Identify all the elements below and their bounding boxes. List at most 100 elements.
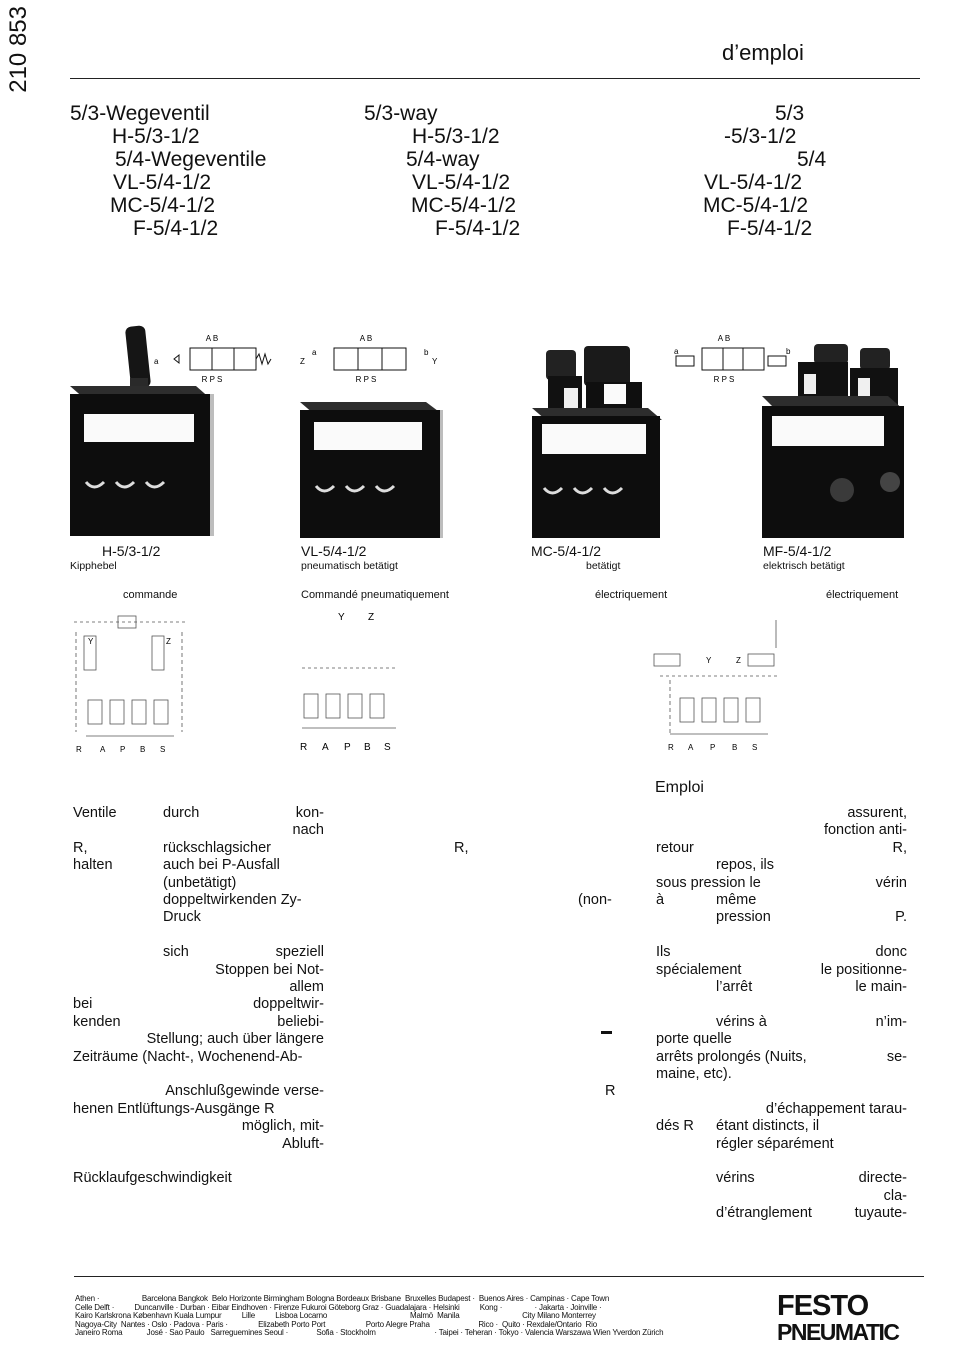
svg-text:a: a: [154, 357, 159, 366]
svg-text:Y: Y: [706, 656, 712, 665]
text-line: speziell: [275, 944, 324, 961]
svg-text:A: A: [322, 742, 329, 753]
text-line: Ils: [656, 944, 671, 961]
text-line: donc: [875, 944, 907, 961]
text-line: maine, etc).: [656, 1066, 732, 1082]
text-line: auch bei P-Ausfall: [163, 857, 280, 874]
model-fr-2: 5/4: [797, 148, 827, 171]
circuit-diagram-vl: Y Z R A P B S: [300, 612, 396, 753]
text-line: durch: [163, 805, 200, 821]
product-desc-fr: Commandé pneumatiquement: [301, 589, 449, 601]
header-title: d’emploi: [722, 40, 804, 65]
product-mf-illustration: [762, 344, 904, 538]
text-line: le positionne-: [820, 961, 907, 978]
model-de-1: H-5/3-1/2: [112, 125, 200, 148]
text-line: nach: [292, 822, 324, 839]
text-line: à: [656, 892, 665, 908]
svg-text:B: B: [140, 745, 145, 754]
text-line: sich: [163, 944, 189, 961]
text-line: allem: [289, 979, 324, 995]
svg-text:R: R: [300, 742, 307, 753]
valve-symbol-h: A B a R P S: [154, 334, 272, 384]
circuit-diagram-mc: Y Z R A P B S: [653, 620, 780, 752]
svg-text:a: a: [674, 347, 679, 356]
svg-text:b: b: [786, 347, 791, 356]
footer-line: Kairo Karlskrona København Kuala Lumpur …: [75, 1311, 596, 1321]
model-fr-3: VL-5/4-1/2: [704, 171, 803, 194]
text-line: porte quelle: [656, 1031, 732, 1048]
text-line: se-: [886, 1048, 907, 1065]
model-fr-5: F-5/4-1/2: [727, 217, 813, 240]
text-line: (unbetätigt): [163, 874, 237, 891]
text-line: spécialement: [656, 961, 742, 978]
svg-text:R P S: R P S: [714, 375, 735, 384]
svg-text:B: B: [364, 742, 371, 753]
text-line: cla-: [883, 1187, 907, 1204]
text-line: R,: [892, 839, 908, 856]
product-desc-de: betätigt: [586, 560, 621, 572]
svg-text:S: S: [384, 742, 391, 753]
text-line: pression: [716, 909, 771, 926]
svg-text:Z: Z: [300, 357, 305, 366]
product-desc-de: Kipphebel: [70, 560, 117, 572]
svg-text:S: S: [160, 745, 165, 754]
text-line: kon-: [295, 805, 324, 821]
product-name: VL-5/4-1/2: [301, 543, 367, 559]
svg-text:S: S: [752, 743, 757, 752]
svg-text:a: a: [312, 348, 317, 357]
svg-text:A B: A B: [360, 334, 372, 343]
text-line: retour: [656, 839, 694, 856]
product-desc-de: elektrisch betätigt: [763, 560, 845, 572]
document-number: 210 853: [5, 6, 32, 93]
text-line: kenden: [73, 1013, 121, 1030]
footer-line: Janeiro Roma José · Sao Paulo Sarreguemi…: [75, 1328, 664, 1338]
model-fr-4: MC-5/4-1/2: [703, 194, 809, 217]
text-line: étant distincts, il: [716, 1118, 820, 1135]
model-fr-0: 5/3: [775, 102, 805, 125]
text-fragment: R: [605, 1083, 616, 1100]
svg-text:Y: Y: [88, 637, 94, 646]
text-line: Rücklaufgeschwindigkeit: [73, 1170, 232, 1187]
product-desc-fr: électriquement: [826, 589, 899, 601]
text-line: Zeiträume (Nacht-, Wochenend-Ab-: [73, 1048, 303, 1065]
text-line: Stoppen bei Not-: [215, 961, 324, 978]
text-line: R,: [73, 839, 88, 856]
model-en-2: 5/4-way: [406, 148, 480, 171]
text-line: l’arrêt: [716, 979, 753, 995]
product-desc-fr: commande: [123, 589, 178, 601]
svg-text:A B: A B: [206, 334, 218, 343]
svg-text:P: P: [344, 742, 351, 753]
logo-line-2: PNEUMATIC: [777, 1319, 900, 1345]
svg-text:R: R: [76, 745, 82, 754]
svg-text:R P S: R P S: [202, 375, 223, 384]
text-fragment: (non-: [578, 892, 612, 908]
text-line: directe-: [858, 1170, 907, 1187]
text-line: sous pression le: [656, 874, 761, 891]
circuit-diagram-h: Y Z R A P B S: [74, 615, 186, 754]
model-en-3: VL-5/4-1/2: [412, 171, 511, 194]
svg-text:R P S: R P S: [356, 375, 377, 384]
svg-text:Z: Z: [368, 612, 374, 623]
text-line: Anschlußgewinde verse-: [165, 1083, 324, 1100]
valve-symbol-mc: A B a b R P S: [674, 334, 791, 384]
header-rule: [70, 78, 920, 79]
svg-text:R: R: [668, 743, 674, 752]
text-line: d’étranglement: [716, 1205, 812, 1222]
text-line: fonction anti-: [823, 822, 907, 839]
text-line: régler séparément: [716, 1135, 834, 1152]
festo-logo: FESTO PNEUMATIC: [777, 1292, 927, 1346]
svg-text:P: P: [710, 743, 715, 752]
model-de-4: MC-5/4-1/2: [110, 194, 216, 217]
svg-text:Y: Y: [432, 357, 438, 366]
model-en-1: H-5/3-1/2: [412, 125, 500, 148]
svg-text:P: P: [120, 745, 125, 754]
model-de-5: F-5/4-1/2: [133, 217, 219, 240]
text-fragment: R,: [454, 839, 469, 856]
product-vl-illustration: [300, 402, 443, 538]
text-line: doppeltwirkenden Zy-: [163, 892, 302, 908]
text-line: Abluft-: [282, 1135, 324, 1152]
model-en-5: F-5/4-1/2: [435, 217, 521, 240]
product-desc-fr: électriquement: [595, 589, 668, 601]
text-line: doppeltwir-: [253, 996, 324, 1013]
text-line: Ventile: [73, 805, 117, 821]
